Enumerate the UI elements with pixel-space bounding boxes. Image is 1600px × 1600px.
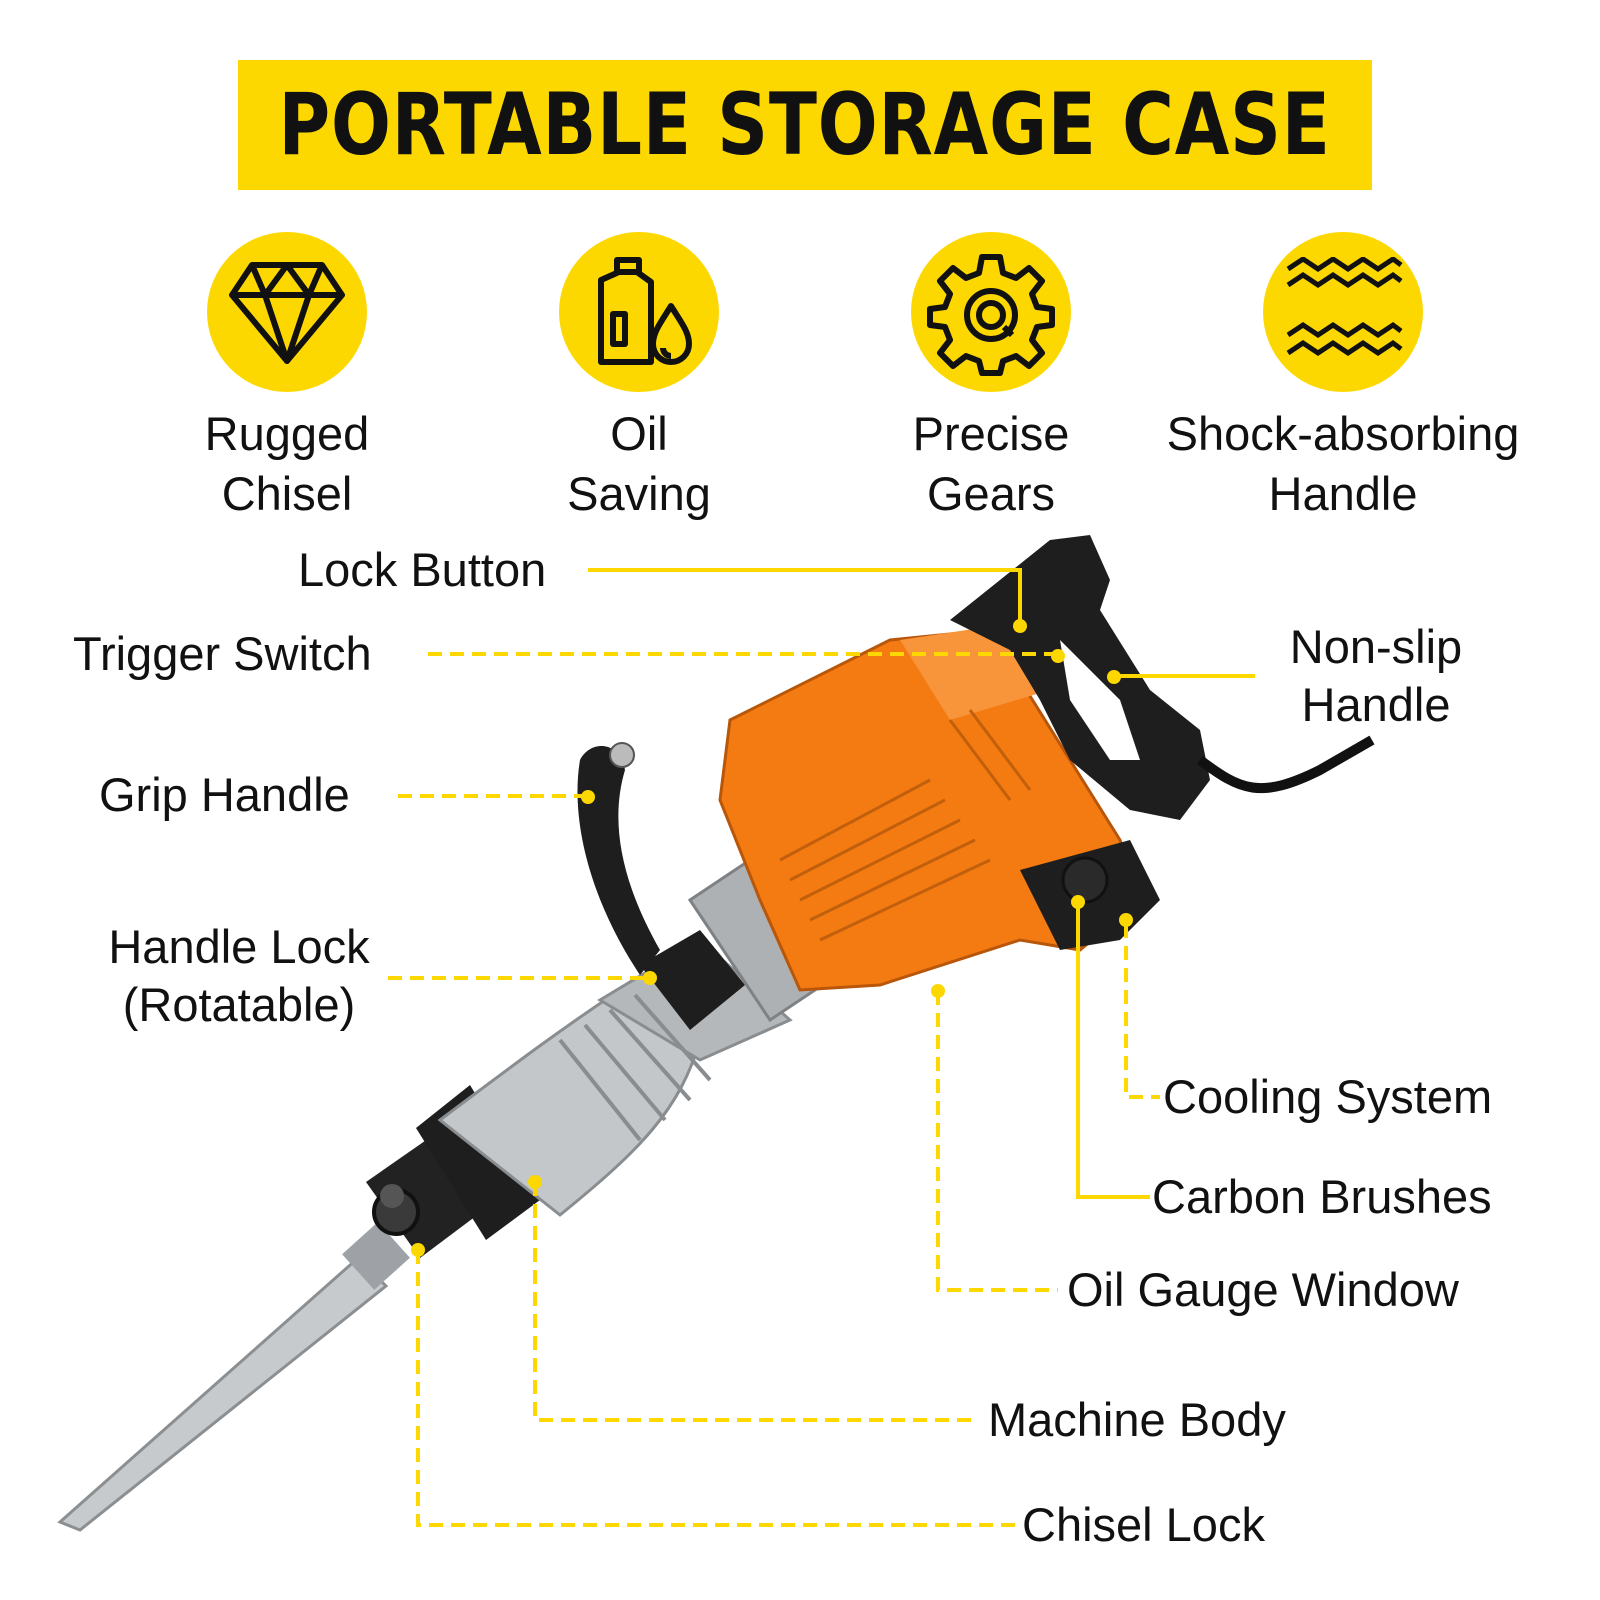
callout-grip-handle: Grip Handle <box>99 768 350 821</box>
rear-handle <box>950 535 1375 820</box>
feature-label-line2: Gears <box>927 467 1055 520</box>
callout-cooling-system: Cooling System <box>1163 1070 1493 1123</box>
feature-precise-gears: Precise Gears <box>796 232 1186 524</box>
callout-lock-button: Lock Button <box>298 543 547 596</box>
callout-handle-lock: Handle Lock (Rotatable) <box>90 918 388 1034</box>
leader-lines <box>388 568 1255 1527</box>
chisel-bit <box>57 1222 410 1532</box>
chisel-lock-block <box>366 1136 484 1258</box>
feature-label-line2: Handle <box>1268 467 1418 520</box>
leader-dots <box>411 619 1133 1257</box>
callout-handle-lock-line1: Handle Lock <box>108 920 370 973</box>
waves-icon <box>1263 232 1423 392</box>
callout-non-slip-line2: Handle <box>1301 678 1451 731</box>
banner-title: PORTABLE STORAGE CASE <box>278 75 1332 175</box>
feature-label-line1: Oil <box>610 407 668 460</box>
feature-rugged-chisel: Rugged Chisel <box>92 232 482 524</box>
feature-label-line1: Rugged <box>204 407 370 460</box>
diamond-icon <box>207 232 367 392</box>
oil-bottle-icon <box>559 232 719 392</box>
cooling-system-dot <box>1119 913 1133 927</box>
side-grip-handle <box>577 742 660 975</box>
feature-shock-absorbing-handle: Shock-absorbing Handle <box>1148 232 1538 524</box>
non-slip-handle-dot <box>1107 670 1121 684</box>
trigger-switch-dot <box>1051 649 1065 663</box>
grip-handle-dot <box>581 790 595 804</box>
callout-non-slip-handle: Non-slip Handle <box>1276 618 1476 734</box>
callout-machine-body: Machine Body <box>988 1393 1286 1446</box>
machine-body-dot <box>528 1175 542 1189</box>
callout-trigger-switch: Trigger Switch <box>73 627 372 680</box>
callout-chisel-lock: Chisel Lock <box>1022 1498 1265 1551</box>
gear-icon <box>911 232 1071 392</box>
title-banner: PORTABLE STORAGE CASE <box>238 60 1372 190</box>
callout-handle-lock-line2: (Rotatable) <box>122 978 356 1031</box>
callout-carbon-brushes: Carbon Brushes <box>1152 1170 1492 1223</box>
callout-oil-gauge-window: Oil Gauge Window <box>1067 1263 1459 1316</box>
lock-button-dot <box>1013 619 1027 633</box>
feature-label-line1: Precise <box>912 407 1070 460</box>
handle-lock-dot <box>643 971 657 985</box>
feature-label-line2: Chisel <box>221 467 353 520</box>
feature-oil-saving: Oil Saving <box>444 232 834 524</box>
callout-non-slip-line1: Non-slip <box>1289 620 1463 673</box>
oil-gauge-window-dot <box>931 984 945 998</box>
feature-label-line1: Shock-absorbing <box>1166 407 1520 460</box>
carbon-brushes-dot <box>1071 895 1085 909</box>
feature-label-line2: Saving <box>567 467 711 520</box>
chisel-lock-dot <box>411 1243 425 1257</box>
